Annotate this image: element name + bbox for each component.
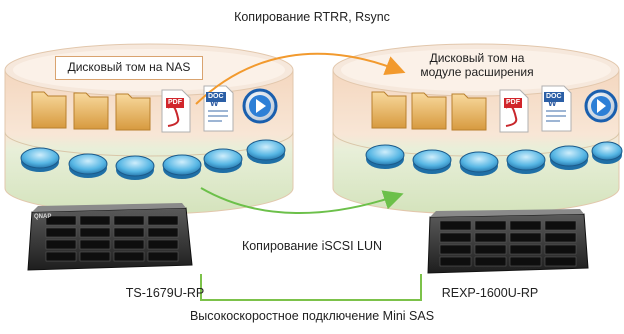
middle-arrow-label: Копирование iSCSI LUN: [241, 239, 383, 253]
left-device-label: TS-1679U-RP: [125, 286, 205, 300]
left-nas-server: [27, 203, 193, 271]
disk-icon: [365, 144, 405, 169]
left-volume-label-box: [55, 56, 203, 80]
left-folder-icon-2: [73, 92, 109, 130]
left-media-play-icon: [242, 88, 278, 124]
iscsi-arrow-green: [200, 187, 404, 215]
right-folder-icon-3: [451, 93, 487, 131]
left-folder-icon-3: [115, 93, 151, 131]
disk-icon: [203, 148, 243, 173]
disk-icon: [459, 151, 499, 176]
right-media-play-icon: [584, 89, 618, 123]
disk-icon: [549, 145, 589, 170]
right-disk-icons: [365, 141, 623, 176]
right-folder-icon-2: [411, 92, 447, 130]
svg-text:W: W: [210, 98, 219, 108]
right-device-label: REXP-1600U-RP: [441, 286, 539, 300]
disk-icon: [506, 149, 546, 174]
left-pdf-file-icon: [161, 89, 191, 133]
disk-icon: [68, 153, 108, 178]
disk-icon: [412, 149, 452, 174]
disk-icon: [591, 141, 623, 164]
top-arrow-label: Копирование RTRR, Rsync: [234, 10, 390, 24]
disk-icon: [20, 147, 60, 172]
disk-icon: [162, 154, 202, 179]
right-pdf-badge: PDF: [504, 98, 522, 108]
left-volume-label: Дисковый том на NAS: [67, 60, 191, 74]
left-disk-icons: [20, 139, 286, 180]
right-doc-badge: DOC: [544, 92, 564, 102]
bottom-connection-label: Высокоскоростное подключение Mini SAS: [189, 309, 435, 323]
disk-icon: [115, 155, 155, 180]
right-volume-label-line2: модуле расширения: [420, 65, 534, 79]
qnap-logo-text: QNAP: [34, 214, 52, 220]
right-pdf-file-icon: [499, 89, 529, 133]
left-folder-icon-1: [31, 91, 67, 129]
left-pdf-badge: PDF: [166, 98, 184, 108]
replication-arrow-orange: [195, 52, 406, 105]
right-volume-label-line1: Дисковый том на: [429, 51, 525, 65]
right-expansion-server: [427, 209, 589, 274]
disk-icon: [246, 139, 286, 164]
right-folder-icon-1: [371, 91, 407, 129]
svg-text:W: W: [548, 98, 557, 108]
left-doc-badge: DOC: [206, 92, 226, 102]
mini-sas-connector-line: [200, 274, 422, 301]
